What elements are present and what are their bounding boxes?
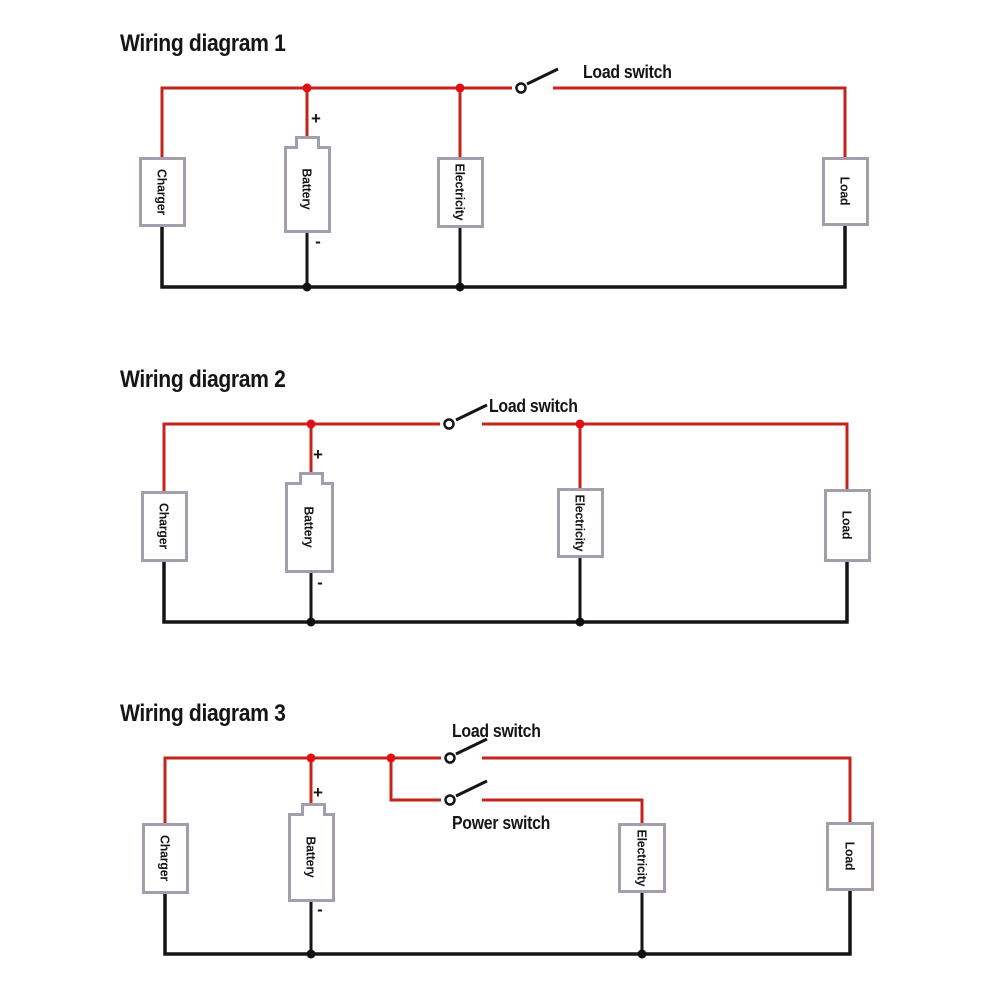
battery-positive-sign: + bbox=[311, 109, 321, 128]
charger-box bbox=[139, 157, 186, 227]
battery-negative-sign: - bbox=[317, 573, 323, 592]
diagram-3-title: Wiring diagram 3 bbox=[120, 700, 286, 727]
junction-dot bbox=[575, 617, 585, 627]
load-box bbox=[822, 157, 869, 226]
battery-box bbox=[285, 482, 334, 573]
diagram-2-wires bbox=[162, 403, 849, 627]
junction-dot bbox=[637, 949, 647, 959]
charger-label: Charger bbox=[154, 168, 170, 216]
diagram-1-title: Wiring diagram 1 bbox=[120, 30, 286, 57]
negative-wire bbox=[160, 224, 847, 289]
diagram-1-wires bbox=[160, 67, 847, 292]
junction-dot bbox=[306, 949, 316, 959]
junction-dot bbox=[306, 617, 316, 627]
positive-wire-to-load bbox=[553, 86, 847, 158]
load-switch-label: Load switch bbox=[452, 721, 541, 741]
positive-wire bbox=[160, 86, 512, 158]
battery-label: Battery bbox=[299, 168, 315, 210]
battery-positive-sign: + bbox=[313, 445, 323, 464]
power-wire-to-electricity bbox=[482, 798, 644, 826]
electricity-label: Electricity bbox=[572, 494, 588, 552]
positive-wire-to-load bbox=[482, 756, 852, 824]
negative-wire bbox=[163, 888, 852, 956]
charger-label: Charger bbox=[156, 502, 172, 550]
load-label: Load bbox=[842, 841, 858, 871]
power-switch-label: Power switch bbox=[452, 813, 551, 833]
junction-dot bbox=[386, 753, 396, 763]
battery-terminal-nub bbox=[299, 472, 324, 485]
junction-dot bbox=[575, 419, 585, 429]
junction-dot bbox=[302, 83, 312, 93]
load-label: Load bbox=[839, 510, 855, 540]
electricity-box bbox=[557, 488, 604, 558]
junction-dot bbox=[306, 419, 316, 429]
switch-lever-icon bbox=[455, 737, 488, 756]
charger-box bbox=[141, 491, 188, 562]
switch-lever-icon bbox=[526, 67, 559, 86]
charger-label: Charger bbox=[157, 834, 173, 882]
switch-contact-icon bbox=[444, 794, 456, 806]
power-branch-wire bbox=[389, 758, 441, 802]
battery-label: Battery bbox=[301, 506, 317, 548]
negative-wire bbox=[162, 560, 849, 624]
battery-label: Battery bbox=[303, 836, 319, 878]
switch-lever-icon bbox=[455, 403, 488, 422]
electricity-label: Electricity bbox=[634, 829, 650, 887]
junction-dot bbox=[302, 282, 312, 292]
load-switch-label: Load switch bbox=[489, 396, 578, 416]
load-switch-label: Load switch bbox=[583, 62, 672, 82]
charger-box bbox=[142, 823, 189, 894]
battery-terminal-nub bbox=[301, 803, 326, 816]
electricity-label: Electricity bbox=[452, 163, 468, 221]
junction-dot bbox=[306, 753, 316, 763]
load-label: Load bbox=[837, 176, 853, 206]
electricity-box bbox=[437, 157, 484, 228]
switch-contact-icon bbox=[443, 418, 455, 430]
switch-lever-icon bbox=[455, 779, 488, 798]
positive-wire bbox=[163, 756, 441, 824]
battery-positive-sign: + bbox=[313, 783, 323, 802]
positive-wire bbox=[162, 422, 440, 492]
switch-contact-icon bbox=[515, 82, 527, 94]
battery-negative-sign: - bbox=[315, 232, 321, 251]
load-box bbox=[826, 822, 874, 891]
junction-dot bbox=[455, 282, 465, 292]
electricity-box bbox=[618, 823, 666, 893]
load-box bbox=[824, 489, 871, 562]
diagram-3-wires bbox=[163, 737, 852, 959]
switch-contact-icon bbox=[444, 752, 456, 764]
battery-terminal-nub bbox=[295, 136, 320, 149]
battery-negative-sign: - bbox=[317, 900, 323, 919]
diagram-2-title: Wiring diagram 2 bbox=[120, 366, 286, 393]
positive-wire-to-load bbox=[482, 422, 849, 490]
junction-dot bbox=[455, 83, 465, 93]
